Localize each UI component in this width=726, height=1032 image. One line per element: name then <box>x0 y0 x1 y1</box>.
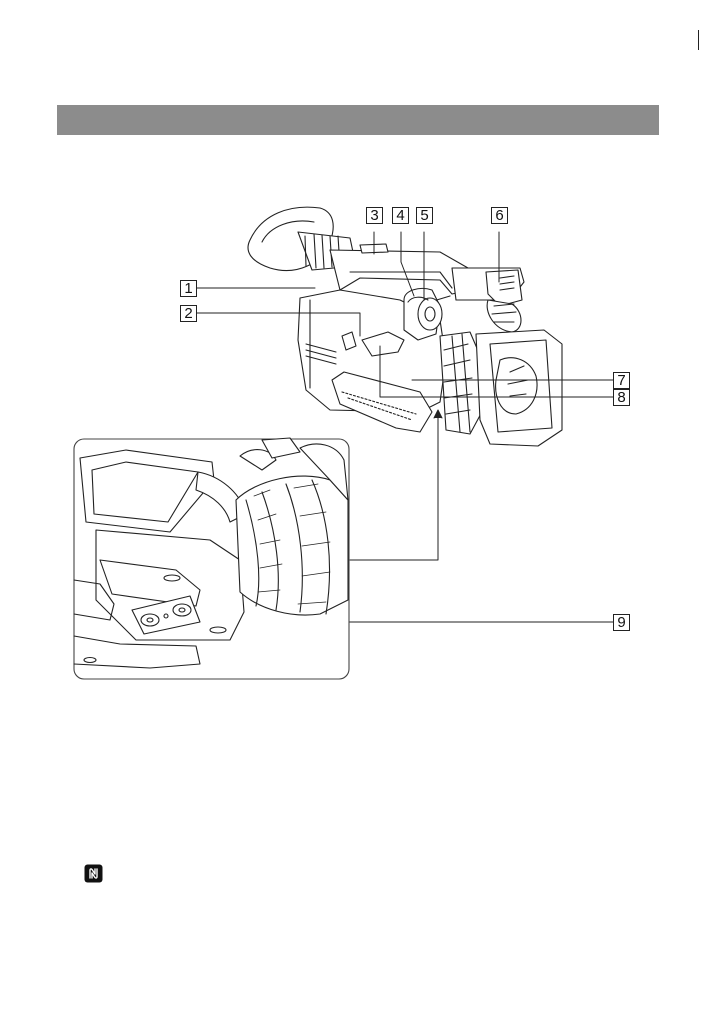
callout-6: 6 <box>491 207 508 224</box>
callout-5: 5 <box>416 207 433 224</box>
callout-1: 1 <box>180 280 197 297</box>
nfc-n-mark-icon <box>84 864 103 883</box>
callout-3: 3 <box>366 207 383 224</box>
callout-8: 8 <box>613 389 630 406</box>
callout-2: 2 <box>180 305 197 322</box>
camcorder-body <box>248 207 562 446</box>
callout-9: 9 <box>613 614 630 631</box>
detail-inset-illustration <box>74 438 349 679</box>
callout-4: 4 <box>392 207 409 224</box>
callout-7: 7 <box>613 372 630 389</box>
